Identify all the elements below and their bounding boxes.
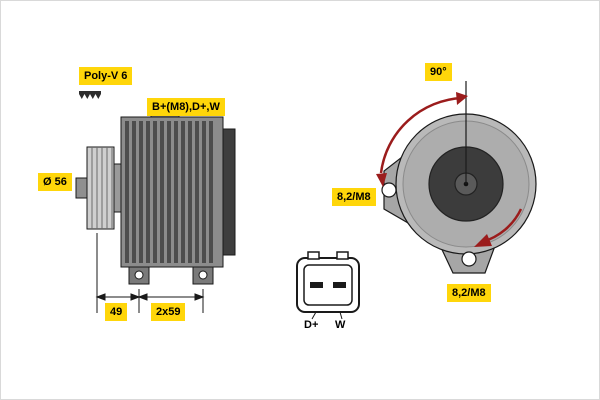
label-dim-49: 49 [105, 303, 128, 321]
connector-housing [296, 257, 360, 313]
mount-hole-bottom [461, 251, 477, 267]
connector-pinout [296, 251, 360, 320]
cooling-fins [125, 121, 213, 263]
angle-arc-arrow [379, 96, 463, 174]
alternator-rear-view [381, 113, 537, 274]
label-dim-2x59: 2x59 [151, 303, 186, 321]
label-belt-type: Poly-V 6 [79, 67, 133, 85]
label-terminals: B+(M8),D+,W [147, 98, 225, 116]
pulley-spacer [113, 163, 122, 213]
label-mount-hole-bottom: 8,2/M8 [447, 284, 491, 302]
alternator-body [120, 116, 224, 268]
label-pulley-diameter: Ø 56 [38, 173, 72, 191]
shaft-nut [75, 177, 88, 199]
mount-hole-left [381, 182, 397, 198]
label-pin-w: W [335, 319, 346, 331]
label-mount-hole-left: 8,2/M8 [332, 188, 376, 206]
angle-annotation [376, 81, 523, 247]
pin-w [333, 282, 346, 288]
label-mount-angle: 90° [425, 63, 452, 81]
dimension-lines [95, 233, 205, 313]
label-pin-dplus: D+ [304, 319, 319, 331]
pin-dplus [310, 282, 323, 288]
alternator-side-view [75, 107, 236, 285]
rear-cover [222, 128, 236, 256]
pulley [86, 146, 115, 230]
belt-profile-icon [79, 91, 101, 99]
